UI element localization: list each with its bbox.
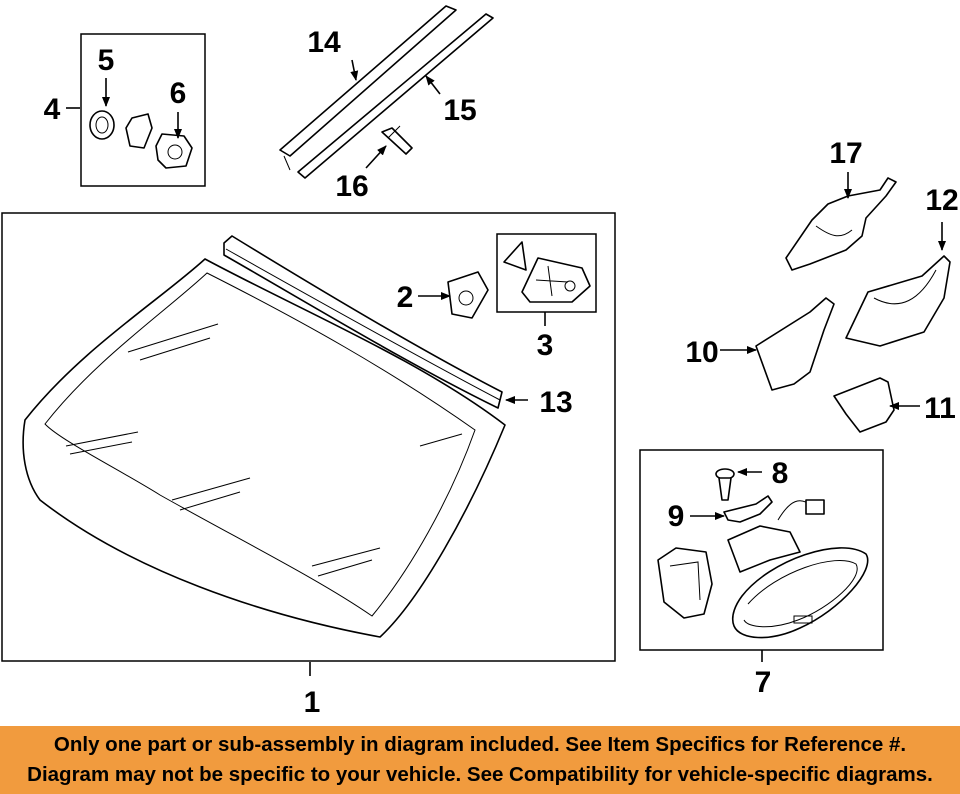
weatherstrip-part-15 bbox=[297, 13, 494, 179]
rain-sensor-part-3 bbox=[503, 241, 591, 303]
callout-17: 17 bbox=[829, 137, 862, 170]
callout-10: 10 bbox=[685, 336, 718, 369]
trim-part-17 bbox=[785, 177, 897, 271]
disclaimer-banner: Only one part or sub-assembly in diagram… bbox=[0, 726, 960, 794]
sensor-group-box bbox=[496, 233, 597, 313]
trim-part-12 bbox=[845, 255, 951, 347]
callout-4: 4 bbox=[44, 93, 61, 126]
callout-2: 2 bbox=[397, 281, 414, 314]
mirror-cover bbox=[657, 547, 713, 619]
callout-14: 14 bbox=[307, 26, 341, 59]
callout-9: 9 bbox=[668, 500, 685, 533]
clip-part-2 bbox=[447, 271, 489, 319]
trim-part-11 bbox=[833, 377, 895, 433]
callout-11: 11 bbox=[924, 392, 956, 425]
bracket-part-9 bbox=[723, 495, 773, 523]
group-4-box bbox=[80, 33, 206, 187]
disclaimer-line-2: Diagram may not be specific to your vehi… bbox=[27, 763, 933, 786]
callout-5: 5 bbox=[98, 44, 115, 77]
callout-12: 12 bbox=[925, 184, 958, 217]
callout-3: 3 bbox=[537, 329, 554, 362]
parts-diagram: 1 2 3 4 5 6 7 8 9 10 11 12 13 14 15 16 1… bbox=[1, 5, 959, 719]
callout-8: 8 bbox=[772, 457, 789, 490]
disclaimer-line-1: Only one part or sub-assembly in diagram… bbox=[53, 733, 907, 756]
callout-13: 13 bbox=[539, 386, 572, 419]
bracket-part-6 bbox=[125, 113, 193, 169]
rear-view-mirror bbox=[727, 499, 869, 639]
callout-7: 7 bbox=[755, 666, 772, 699]
callout-6: 6 bbox=[170, 77, 187, 110]
windshield-upper-moulding bbox=[223, 235, 503, 409]
windshield-glass bbox=[22, 258, 506, 638]
trim-part-10 bbox=[755, 297, 835, 391]
callout-1: 1 bbox=[304, 686, 321, 719]
weatherstrip-part-14 bbox=[279, 5, 457, 171]
clip-part-16 bbox=[381, 125, 413, 155]
callout-16: 16 bbox=[335, 170, 368, 203]
ring-part-5 bbox=[89, 110, 115, 140]
windshield-group-box bbox=[1, 212, 616, 662]
screw-part-8 bbox=[715, 468, 735, 501]
callout-15: 15 bbox=[443, 94, 476, 127]
leader-lines bbox=[66, 59, 946, 676]
